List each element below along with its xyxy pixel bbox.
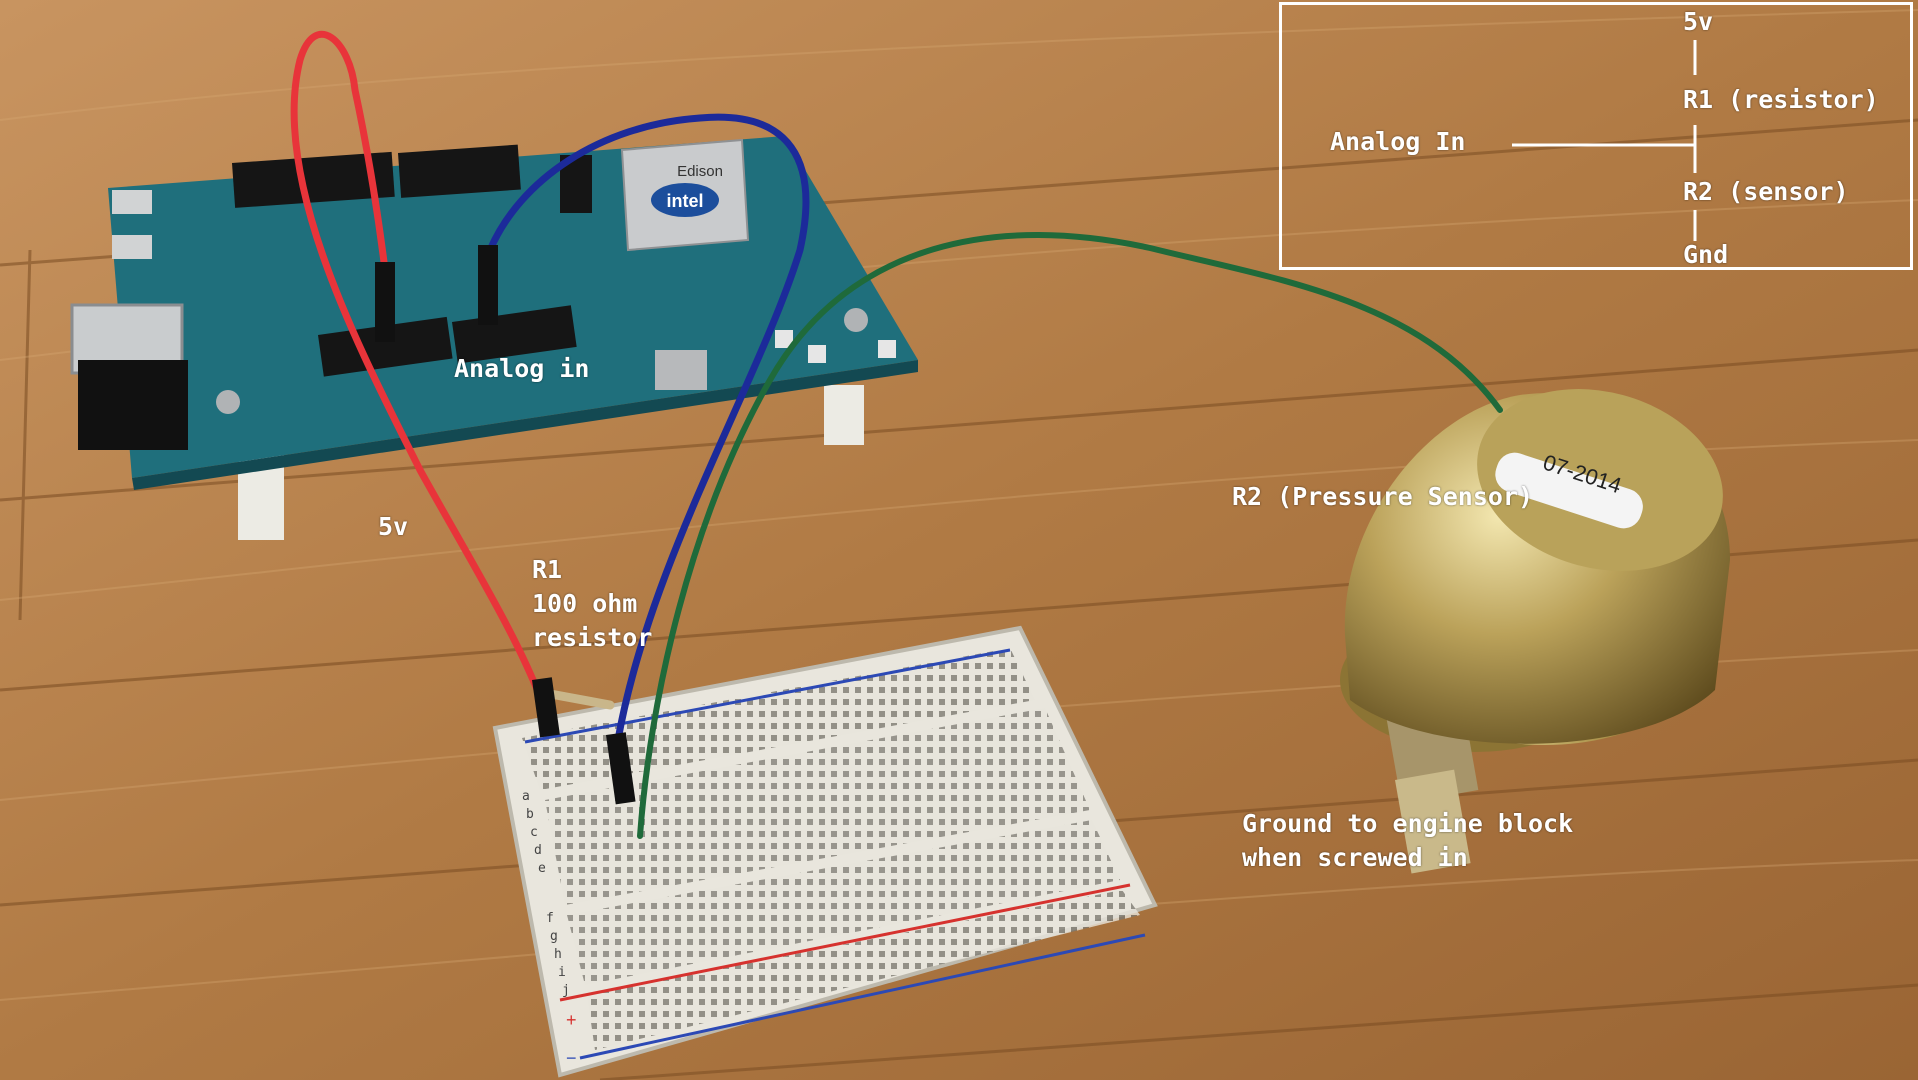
wire-red-pin xyxy=(532,677,560,738)
wire-red-5v xyxy=(290,30,549,714)
wire-blue-header-pin xyxy=(478,245,498,325)
svg-text:e: e xyxy=(538,861,546,876)
intel-logo-text: intel xyxy=(666,191,703,211)
svg-text:a: a xyxy=(522,789,530,804)
wire-red-header-pin xyxy=(375,262,395,342)
svg-text:i: i xyxy=(558,965,566,980)
micro-usb-port xyxy=(112,190,152,214)
intel-logo xyxy=(651,183,719,217)
schematic-r1: R1 (resistor) xyxy=(1683,85,1879,114)
rail-plus-sign: + xyxy=(566,1010,577,1030)
sd-card-slot xyxy=(655,350,707,390)
svg-text:c: c xyxy=(530,825,538,840)
pressure-sensor: 07-2014 xyxy=(1340,389,1730,874)
svg-text:f: f xyxy=(546,911,554,926)
header-top-right xyxy=(398,144,521,198)
svg-text:j: j xyxy=(562,983,570,998)
svg-text:d: d xyxy=(534,843,542,858)
rail-red-line xyxy=(559,883,1131,1002)
label-5v: 5v xyxy=(378,512,409,541)
mount-screw xyxy=(844,308,868,332)
svg-text:g: g xyxy=(550,929,558,944)
rail-blue-line-top xyxy=(524,648,1011,744)
schematic-analog-in: Analog In xyxy=(1330,127,1466,156)
schematic-gnd: Gnd xyxy=(1683,240,1729,269)
wire-blue-analog xyxy=(486,113,810,744)
label-r1-resistor: R1 100 ohm resistor xyxy=(532,555,653,652)
sensor-date-tag xyxy=(1495,452,1643,529)
label-analog-in: Analog in xyxy=(454,354,590,383)
header-top-left xyxy=(231,151,395,208)
push-button xyxy=(775,330,793,348)
label-ground-engine-block: Ground to engine block when screwed in xyxy=(1242,809,1574,872)
schematic-5v: 5v xyxy=(1683,7,1714,36)
svg-text:b: b xyxy=(526,807,534,822)
rail-blue-line xyxy=(579,933,1146,1060)
schematic-r2: R2 (sensor) xyxy=(1683,177,1849,206)
push-button xyxy=(878,340,896,358)
rail-minus-sign: − xyxy=(566,1048,577,1068)
wire-blue-pin xyxy=(606,732,636,805)
push-button xyxy=(808,345,826,363)
wire-green-sensor xyxy=(637,232,1503,839)
breadboard-rail-bottom xyxy=(587,890,1140,1050)
svg-text:h: h xyxy=(554,947,562,962)
breadboard-holes-upper xyxy=(545,708,1090,905)
schematic-inset: 5v R1 (resistor) Analog In R2 (sensor) G… xyxy=(1279,2,1913,270)
edison-module-label: Edison xyxy=(677,163,723,180)
power-jack xyxy=(78,360,188,450)
breadboard-holes-lower xyxy=(567,820,1120,985)
resistor-100-ohm xyxy=(540,688,615,710)
micro-usb-port xyxy=(112,235,152,259)
breadboard-row-letters: a b c d e f g h i j xyxy=(522,789,570,998)
mount-screw xyxy=(216,390,240,414)
label-r2-pressure-sensor: R2 (Pressure Sensor) xyxy=(1232,482,1534,511)
standoff xyxy=(824,385,864,445)
schematic-lines xyxy=(1512,40,1697,241)
